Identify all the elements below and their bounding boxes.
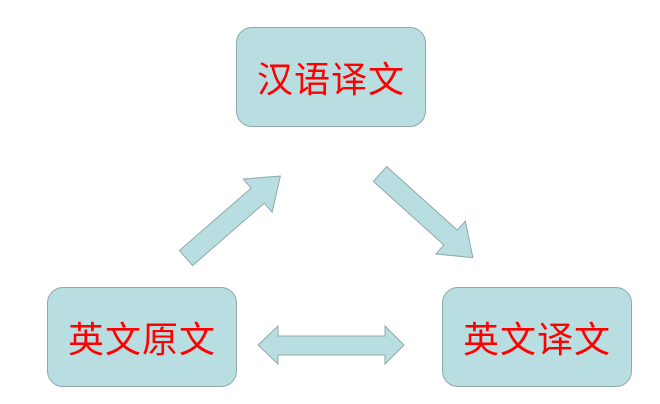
arrow-chinese-to-english-translation <box>372 165 474 259</box>
node-label: 英文原文 <box>67 320 216 361</box>
node-label: 汉语译文 <box>256 60 405 101</box>
double-arrow-original-translation <box>257 324 405 366</box>
arrow-original-to-chinese <box>178 175 281 267</box>
node-chinese-translation: 汉语译文 <box>236 27 426 127</box>
node-english-original: 英文原文 <box>47 287 237 387</box>
node-english-translation: 英文译文 <box>442 287 632 387</box>
node-label: 英文译文 <box>462 320 611 361</box>
